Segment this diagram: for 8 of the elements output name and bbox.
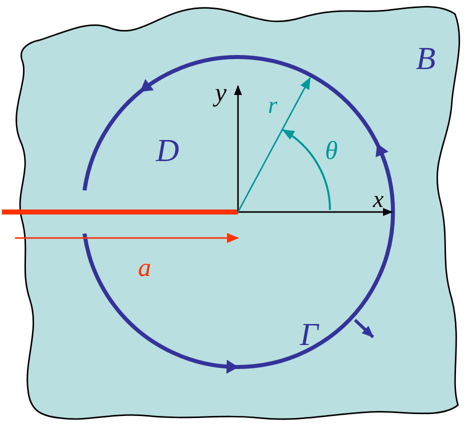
variable-label: r: [268, 94, 278, 118]
variable-label: θ: [325, 138, 338, 164]
variable-label: Γ: [300, 318, 318, 350]
variable-label: B: [416, 42, 436, 74]
variable-label: D: [156, 134, 180, 166]
variable-label: a: [138, 255, 151, 281]
variable-label: y: [215, 80, 227, 106]
variable-label: x: [373, 188, 384, 212]
